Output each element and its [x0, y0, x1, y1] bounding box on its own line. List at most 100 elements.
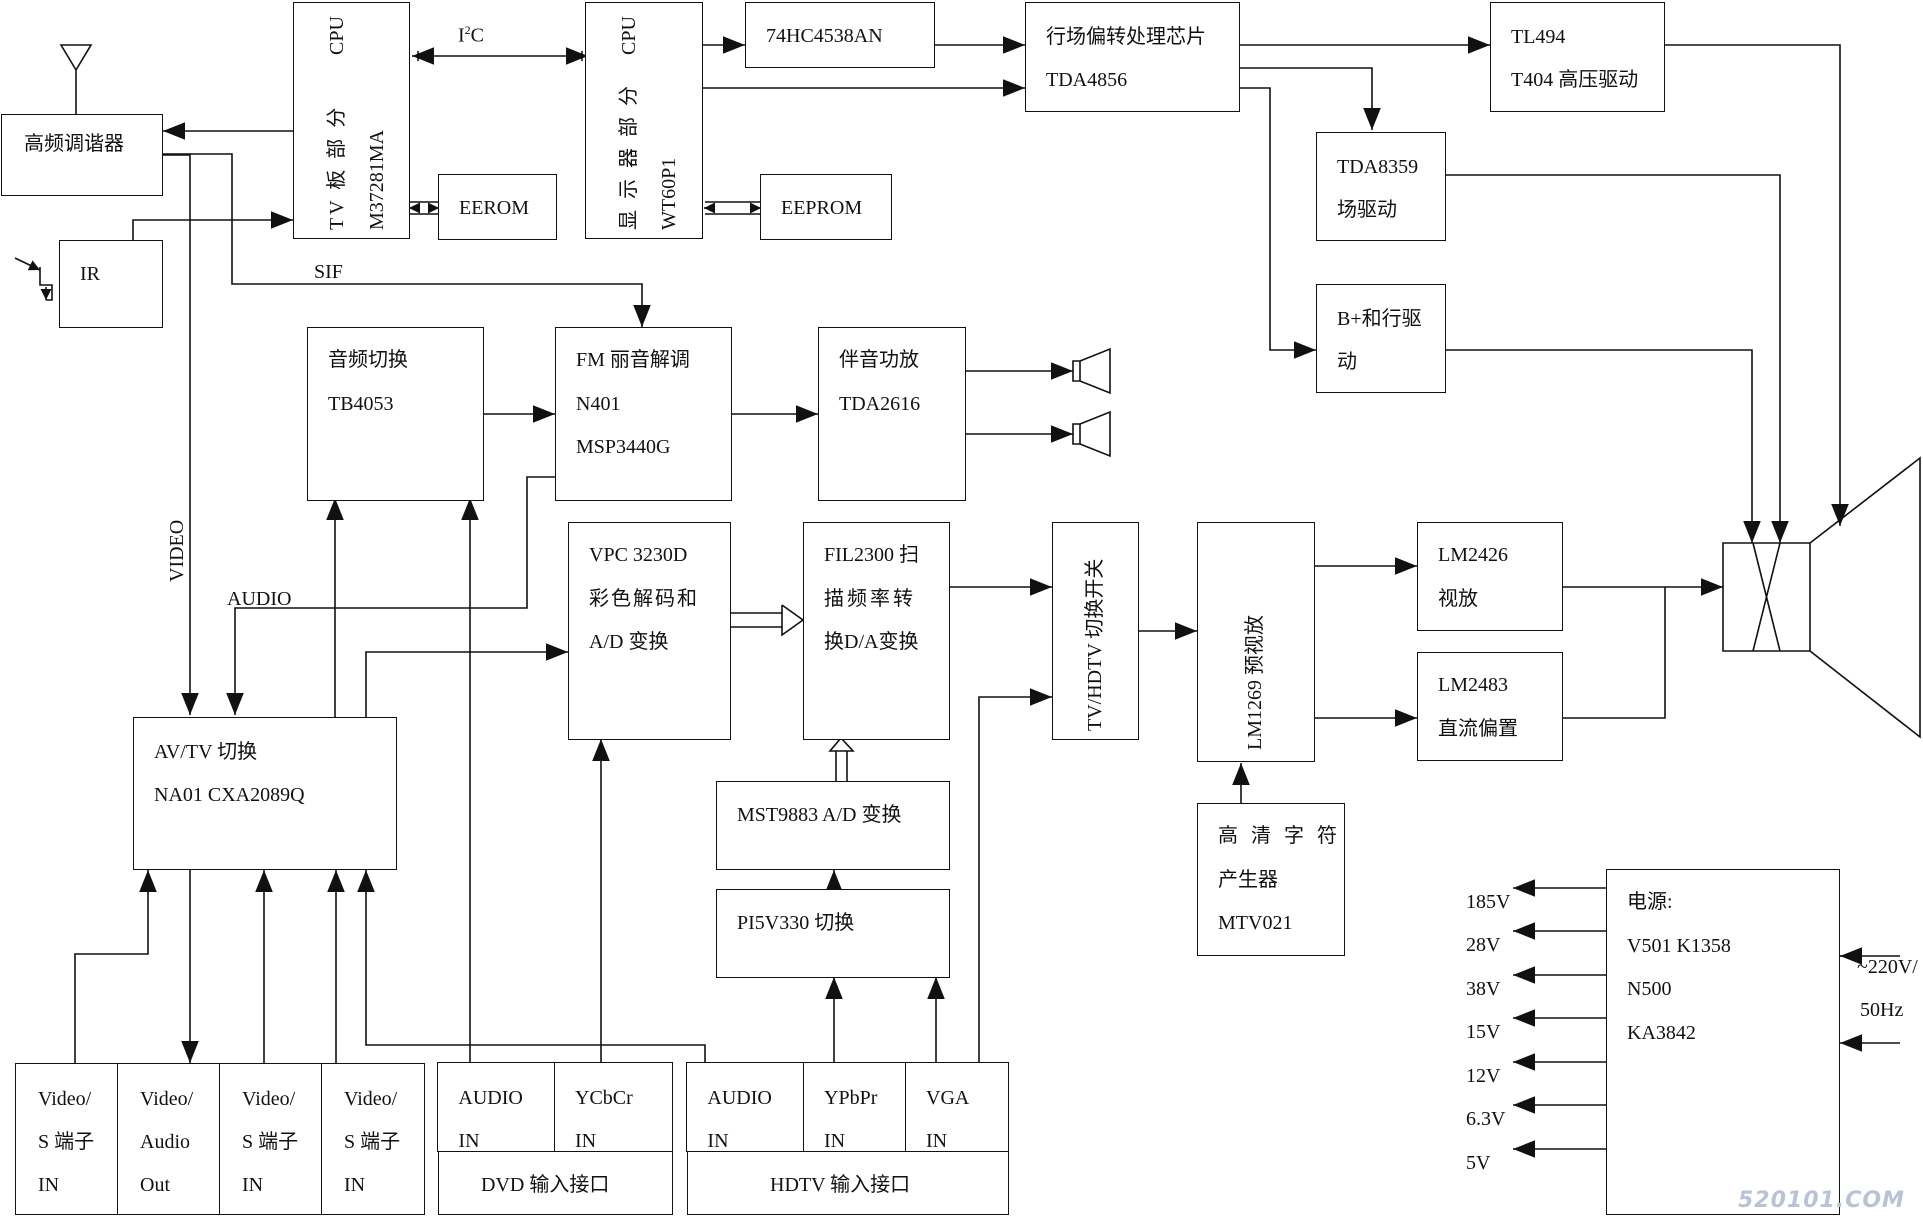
audio-label: AUDIO: [227, 588, 292, 610]
tv-cpu-block: CPU TV 板 部 分 M37281MA: [293, 2, 410, 239]
lm1269-label: LM1269 预视放: [1244, 615, 1266, 750]
power-line2: V501 K1358: [1627, 935, 1731, 957]
osd-generator-block: 高 清 字 符 产生器 MTV021: [1197, 803, 1345, 956]
tv-cpu-line2: M37281MA: [366, 129, 388, 230]
dvd-ycbcr-port: YCbCr IN: [554, 1062, 673, 1153]
tda8359-line2: 场驱动: [1337, 199, 1397, 221]
vpc-block: VPC 3230D 彩色解码和 A/D 变换: [568, 522, 731, 740]
tv-hdtv-switch-block: TV/HDTV 切换开关: [1052, 522, 1139, 740]
voltage-185v: 185V: [1466, 891, 1511, 913]
avtv-line2: NA01 CXA2089Q: [154, 784, 305, 806]
av-port-4: Video/ S 端子 IN: [321, 1063, 425, 1215]
fil-line3: 换D/A变换: [824, 631, 919, 653]
audio-amp-block: 伴音功放 TDA2616: [818, 327, 966, 501]
fil-line1: FIL2300 扫: [824, 544, 919, 566]
vpc-line1: VPC 3230D: [589, 544, 688, 566]
lm2426-line2: 视放: [1438, 588, 1478, 610]
crt-neck-icon: [1722, 542, 1811, 652]
ir-block: IR: [59, 240, 163, 328]
power-line1: 电源:: [1627, 891, 1673, 913]
lm2483-line1: LM2483: [1438, 674, 1508, 696]
tl494-line1: TL494: [1511, 26, 1566, 48]
av-port-1: Video/ S 端子 IN: [15, 1063, 118, 1215]
fm-line1: FM 丽音解调: [576, 349, 690, 371]
tuner-block: 高频调谐器: [1, 114, 163, 196]
vpc-line3: A/D 变换: [589, 631, 669, 653]
pi5v330-block: PI5V330 切换: [716, 889, 950, 978]
bplus-line2: 动: [1337, 351, 1357, 373]
i2c-label: I2C: [458, 23, 485, 47]
eeprom-label: EEPROM: [781, 197, 863, 219]
voltage-15v: 15V: [1466, 1021, 1501, 1043]
tda8359-line1: TDA8359: [1337, 156, 1419, 178]
eeprom-block: EEPROM: [760, 174, 892, 240]
tda4856-block: 行场偏转处理芯片 TDA4856: [1025, 2, 1240, 112]
mains-voltage-label: ~220V/: [1857, 956, 1918, 978]
hdtv-vga-port: VGA IN: [905, 1062, 1009, 1153]
tv-cpu-title: CPU: [326, 16, 348, 55]
voltage-12v: 12V: [1466, 1065, 1501, 1087]
display-cpu-block: CPU 显 示 器 部 分 WT60P1: [585, 2, 703, 239]
speaker-icon-1: [1072, 347, 1111, 395]
fm-line2: N401: [576, 393, 621, 415]
power-line4: KA3842: [1627, 1022, 1696, 1044]
lm2483-block: LM2483 直流偏置: [1417, 652, 1563, 761]
dvd-caption: DVD 输入接口: [481, 1174, 610, 1196]
video-label: VIDEO: [166, 519, 188, 582]
voltage-28v: 28V: [1466, 934, 1501, 956]
mst9883-block: MST9883 A/D 变换: [716, 781, 950, 870]
vpc-line2: 彩色解码和: [589, 588, 699, 610]
hdtv-input-panel: AUDIO IN YPbPr IN VGA IN HDTV 输入接口: [686, 1062, 1009, 1215]
display-cpu-line2: WT60P1: [658, 157, 680, 230]
tda4856-line1: 行场偏转处理芯片: [1046, 26, 1206, 48]
power-line3: N500: [1627, 978, 1672, 1000]
lm2483-line2: 直流偏置: [1438, 718, 1518, 740]
fm-demod-block: FM 丽音解调 N401 MSP3440G: [555, 327, 732, 501]
voltage-6v3: 6.3V: [1466, 1108, 1506, 1130]
voltage-38v: 38V: [1466, 978, 1501, 1000]
av-tv-switch-block: AV/TV 切换 NA01 CXA2089Q: [133, 717, 397, 870]
eerom-label: EEROM: [459, 197, 529, 219]
hdtv-audio-port: AUDIO IN: [686, 1062, 805, 1153]
mst-label: MST9883 A/D 变换: [737, 804, 902, 826]
power-supply-block: 电源: V501 K1358 N500 KA3842: [1606, 869, 1840, 1215]
lm2426-block: LM2426 视放: [1417, 522, 1563, 631]
tda8359-block: TDA8359 场驱动: [1316, 132, 1446, 241]
av-port-2: Video/ Audio Out: [117, 1063, 220, 1215]
voltage-5v: 5V: [1466, 1152, 1491, 1174]
hc4538-block: 74HC4538AN: [745, 2, 935, 68]
watermark: 520101.COM: [1738, 1188, 1905, 1213]
tda4856-line2: TDA4856: [1046, 69, 1128, 91]
dvd-input-panel: AUDIO IN YCbCr IN DVD 输入接口: [437, 1062, 673, 1215]
lm2426-line1: LM2426: [1438, 544, 1508, 566]
hc4538-label: 74HC4538AN: [766, 25, 883, 47]
osd-line1: 高 清 字 符: [1218, 825, 1341, 847]
tl494-block: TL494 T404 高压驱动: [1490, 2, 1665, 112]
eerom-block: EEROM: [438, 174, 557, 240]
amp-line1: 伴音功放: [839, 349, 919, 371]
osd-line3: MTV021: [1218, 912, 1293, 934]
osd-line2: 产生器: [1218, 869, 1278, 891]
bplus-line1: B+和行驱: [1337, 308, 1422, 330]
ir-label: IR: [80, 263, 100, 285]
av-port-3: Video/ S 端子 IN: [219, 1063, 322, 1215]
tv-cpu-line1: TV 板 部 分: [326, 104, 348, 230]
mains-frequency-label: 50Hz: [1860, 999, 1904, 1021]
fm-line3: MSP3440G: [576, 436, 671, 458]
fil-block: FIL2300 扫 描频率转 换D/A变换: [803, 522, 950, 740]
avtv-line1: AV/TV 切换: [154, 741, 258, 763]
display-cpu-title: CPU: [618, 16, 640, 55]
pi5v-label: PI5V330 切换: [737, 912, 855, 934]
tv-hdtv-label: TV/HDTV 切换开关: [1084, 558, 1106, 731]
speaker-icon-2: [1072, 410, 1111, 458]
amp-line2: TDA2616: [839, 393, 921, 415]
fil-line2: 描频率转: [824, 588, 916, 610]
hdtv-caption: HDTV 输入接口: [770, 1174, 911, 1196]
audio-switch-block: 音频切换 TB4053: [307, 327, 484, 501]
display-cpu-line1: 显 示 器 部 分: [618, 83, 640, 230]
tuner-label: 高频调谐器: [24, 133, 124, 155]
crt-screen-icon: [1809, 456, 1921, 739]
tl494-line2: T404 高压驱动: [1511, 69, 1639, 91]
